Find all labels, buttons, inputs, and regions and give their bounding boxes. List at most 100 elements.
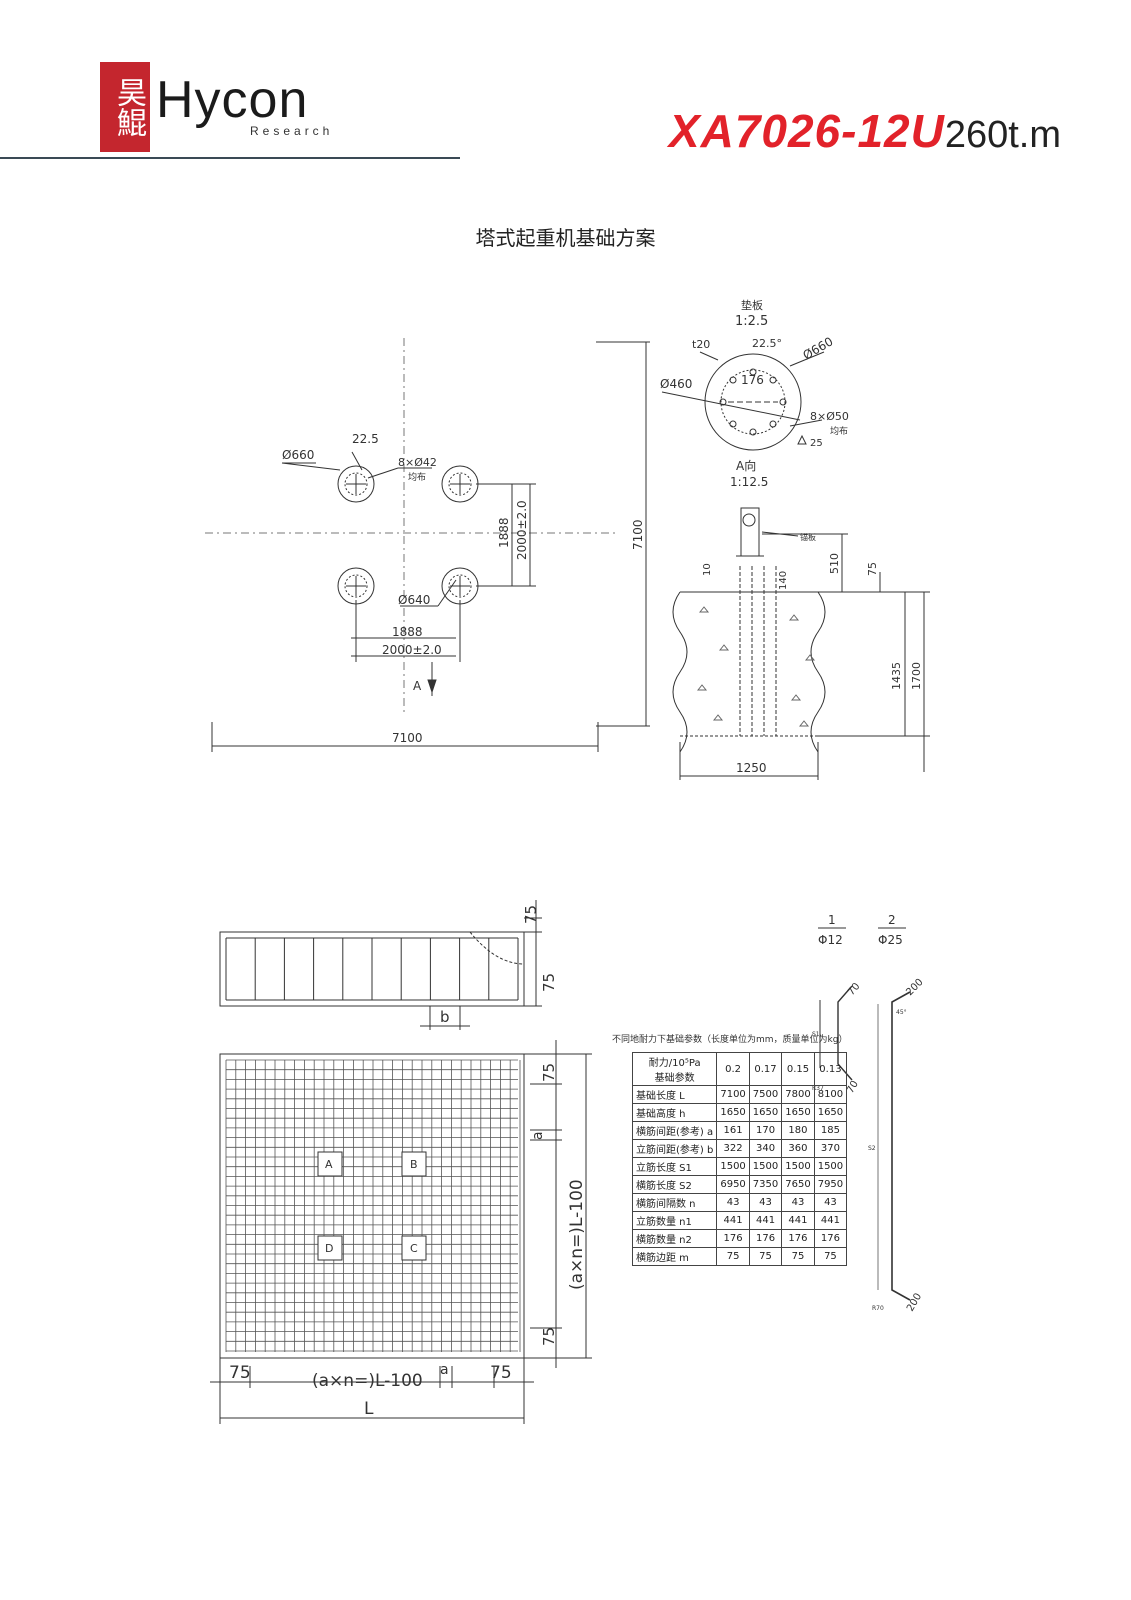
- marker-box-d: [317, 1235, 343, 1261]
- plate-scale: 1:2.5: [735, 314, 768, 329]
- dim-75-b: 75: [540, 973, 558, 992]
- table-cell: 370: [813, 1139, 848, 1158]
- dim-a-v: a: [530, 1131, 546, 1140]
- row-label: 横筋边距 m: [631, 1247, 718, 1266]
- marker-box-b: [401, 1151, 427, 1177]
- plate-rough: 25: [810, 438, 823, 449]
- rebar2-spec: Φ25: [878, 933, 903, 947]
- plate-holes-note: 均布: [830, 425, 848, 437]
- anchor-pad: [441, 465, 479, 503]
- rebar-elevation: 75 75 b: [219, 900, 558, 1030]
- table-cell: 161: [716, 1121, 750, 1140]
- dim-75-br: 75: [490, 1363, 512, 1383]
- rebar2-s2: S2: [868, 1145, 876, 1152]
- marker-box-c: [401, 1235, 427, 1261]
- view-arrow-label: A: [413, 679, 422, 693]
- table-cell: 7800: [781, 1085, 815, 1104]
- rebar-plan: A B D C 75 a (a×n=)L-100 75 75 (a×n=)L-1…: [210, 1040, 592, 1424]
- table-cell: 441: [813, 1211, 848, 1230]
- table-cell: 1500: [813, 1157, 848, 1176]
- rebar1-dim70: 70: [846, 981, 863, 998]
- model-code: XA7026-12U: [668, 105, 945, 157]
- table-cell: 176: [748, 1229, 783, 1248]
- row-label: 基础长度 L: [631, 1085, 718, 1104]
- dim-diam640: Ø640: [398, 593, 430, 607]
- table-cell: 43: [748, 1193, 783, 1212]
- table-cell: 185: [813, 1121, 848, 1140]
- anchor-pad: [441, 567, 479, 605]
- dim-2000-h: 2000±2.0: [382, 643, 442, 657]
- table-cell: 7950: [813, 1175, 848, 1194]
- model-heading: XA7026-12U260t.m: [669, 104, 1061, 158]
- table-cell: 1500: [716, 1157, 750, 1176]
- table-cell: 7650: [781, 1175, 815, 1194]
- rebar1-num: 1: [828, 913, 836, 927]
- table-cell: 441: [716, 1211, 750, 1230]
- logo-seal: 昊鯤: [100, 62, 150, 152]
- dim-75-bl: 75: [229, 1363, 251, 1383]
- dim-L: L: [364, 1399, 374, 1419]
- dim-75-top: 75: [522, 905, 540, 924]
- dim-1888-h: 1888: [392, 625, 423, 639]
- dim-axn-v: (a×n=)L-100: [567, 1179, 587, 1290]
- section-scale: 1:12.5: [730, 475, 768, 489]
- anchor-pad: [337, 567, 375, 605]
- row-label: 横筋数量 n2: [631, 1229, 718, 1248]
- column-header: 0.13: [813, 1052, 848, 1086]
- table-cell: 176: [716, 1229, 750, 1248]
- dim-overall: 7100: [392, 731, 423, 745]
- table-cell: 1650: [813, 1103, 848, 1122]
- plate-angle: 22.5°: [752, 337, 782, 350]
- row-label: 横筋间隔数 n: [631, 1193, 718, 1212]
- dim-1700: 1700: [910, 662, 923, 690]
- company-logo: 昊鯤 Hycon Research: [100, 62, 360, 157]
- plate-holes: 8×Ø50: [810, 410, 849, 423]
- table-cell: 75: [748, 1247, 783, 1266]
- rebar2-dim200-top: 200: [904, 977, 925, 998]
- dim-axn-h: (a×n=)L-100: [312, 1371, 423, 1391]
- table-cell: 7350: [748, 1175, 783, 1194]
- rebar2-angle: 45°: [896, 1009, 907, 1016]
- table-cell: 75: [781, 1247, 815, 1266]
- marker-box-a: [317, 1151, 343, 1177]
- row-label: 基础高度 h: [631, 1103, 718, 1122]
- dim-1435: 1435: [890, 662, 903, 690]
- section-view: A向 1:12.5 锚板 510 1: [672, 458, 930, 780]
- logo-subtitle: Research: [250, 124, 334, 138]
- row-label: 横筋长度 S2: [631, 1175, 718, 1194]
- plate-detail: 垫板 1:2.5 t20 22.5° Ø660 Ø460 176 8×Ø50 均…: [660, 298, 849, 451]
- row-label: 立筋数量 n1: [631, 1211, 718, 1230]
- plate-diam660: Ø660: [801, 334, 836, 362]
- table-cell: 1650: [781, 1103, 815, 1122]
- dim-vertical: 7100: [631, 519, 645, 550]
- header-divider: [0, 157, 460, 159]
- dim-1250: 1250: [736, 761, 767, 775]
- dim-75-r2: 75: [540, 1327, 558, 1346]
- column-header: 0.15: [781, 1052, 815, 1086]
- dim-diam660: Ø660: [282, 448, 314, 462]
- table-cell: 7100: [716, 1085, 750, 1104]
- param-table-title: 不同地耐力下基础参数（长度单位为mm，质量单位为kg）: [612, 1035, 848, 1045]
- table-cell: 8100: [813, 1085, 848, 1104]
- plate-thickness: t20: [692, 338, 710, 351]
- row-label: 立筋间距(参考) b: [631, 1139, 718, 1158]
- table-cell: 180: [781, 1121, 815, 1140]
- marker-a: A: [325, 1158, 333, 1171]
- table-cell: 176: [781, 1229, 815, 1248]
- plan-view: Ø660 22.5 8×Ø42 均布 Ø640 1888 2000±2.0 18…: [205, 338, 650, 752]
- dim-140: 140: [778, 571, 789, 590]
- table-cell: 322: [716, 1139, 750, 1158]
- logo-wordmark: Hycon: [156, 71, 309, 129]
- table-cell: 1650: [716, 1103, 750, 1122]
- table-cell: 441: [748, 1211, 783, 1230]
- rebar1-spec: Φ12: [818, 933, 843, 947]
- plate-dim176: 176: [741, 373, 764, 387]
